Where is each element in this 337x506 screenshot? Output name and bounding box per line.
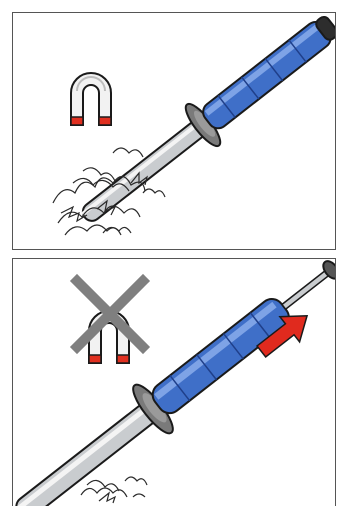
magnet-crossed-icon	[77, 281, 143, 363]
iron-filings	[81, 477, 147, 503]
panel-illustration-top	[13, 13, 336, 250]
panel-magnet-attached	[12, 12, 336, 250]
magnet-icon	[71, 73, 111, 125]
telescopic-magnetic-pickup-tool	[79, 13, 336, 224]
panel-illustration-bottom	[13, 259, 336, 506]
panel-magnet-released	[12, 258, 336, 506]
telescopic-magnetic-pickup-tool	[13, 259, 336, 506]
